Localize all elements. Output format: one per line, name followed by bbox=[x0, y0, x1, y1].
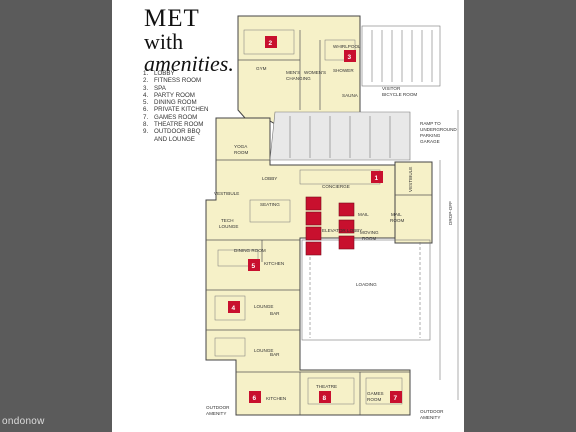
label-theatre: THEATRE bbox=[316, 384, 337, 389]
label-outdoor-amenity-2: AMENITY bbox=[420, 415, 440, 420]
watermark-logo: ondonow bbox=[2, 416, 45, 427]
label-ramp-2: UNDERGROUND bbox=[420, 127, 457, 132]
loading-dock bbox=[301, 239, 431, 341]
badge-party bbox=[228, 301, 240, 313]
badge-dining bbox=[248, 259, 260, 271]
label-tech: TECH bbox=[221, 218, 234, 223]
label-dining-room: DINING ROOM bbox=[234, 248, 266, 253]
parking-area bbox=[361, 25, 441, 87]
title-line-2: with bbox=[144, 29, 184, 54]
elevator-car bbox=[305, 226, 322, 241]
label-shower: SHOWER bbox=[333, 68, 354, 73]
label-bicycle-room: BICYCLE ROOM bbox=[382, 92, 417, 97]
legend-item: AND LOUNGE bbox=[154, 135, 195, 143]
badge-number: 8 bbox=[323, 395, 327, 402]
label-seating: SEATING bbox=[260, 202, 280, 207]
vestibule-wing bbox=[394, 161, 433, 244]
badge-number: 7 bbox=[394, 395, 398, 402]
legend-item: 3.SPA bbox=[143, 84, 166, 92]
label-yoga: YOGA bbox=[234, 144, 248, 149]
label-lounge-2: LOUNGE bbox=[254, 348, 273, 353]
badge-games bbox=[390, 391, 402, 403]
badge-number: 1 bbox=[375, 175, 379, 182]
elevator-car bbox=[338, 219, 355, 234]
label-visitor: VISITOR bbox=[382, 86, 401, 91]
elevator-car bbox=[305, 196, 322, 211]
label-kitchen: KITCHEN bbox=[264, 261, 284, 266]
amenity-badges: 1 2 3 4 5 6 7 8 bbox=[228, 36, 402, 403]
badge-number: 4 bbox=[232, 305, 236, 312]
brochure-title: MET with amenities. bbox=[144, 6, 234, 75]
label-games-room: ROOM bbox=[367, 397, 381, 402]
label-sauna: SAUNA bbox=[342, 93, 359, 98]
parking-ramp bbox=[269, 111, 411, 161]
label-lobby: LOBBY bbox=[262, 176, 277, 181]
label-tech-lounge: LOUNGE bbox=[219, 224, 238, 229]
drop-off-road bbox=[439, 110, 459, 400]
badge-number: 3 bbox=[348, 54, 352, 61]
label-bar: BAR bbox=[270, 311, 280, 316]
label-drop-off: DROP-OFF bbox=[448, 201, 453, 225]
label-games: GAMES bbox=[367, 391, 384, 396]
label-ramp-4: GARAGE bbox=[420, 139, 440, 144]
badge-number: 2 bbox=[269, 40, 273, 47]
label-bar-2: BAR bbox=[270, 352, 280, 357]
label-kitchen-2: KITCHEN bbox=[266, 396, 286, 401]
label-outdoor-2: OUTDOOR bbox=[420, 409, 444, 414]
label-vestibule: VESTIBULE bbox=[214, 191, 239, 196]
elevator-car bbox=[338, 202, 355, 217]
label-gym: GYM bbox=[256, 66, 267, 71]
legend-item: 1.LOBBY bbox=[143, 70, 175, 77]
elevator-car bbox=[305, 241, 322, 256]
label-ramp-3: PARKING bbox=[420, 133, 441, 138]
title-line-1: MET bbox=[144, 5, 200, 32]
label-concierge: CONCIERGE bbox=[322, 184, 350, 189]
badge-kitchen bbox=[249, 391, 261, 403]
label-moving-room: ROOM bbox=[362, 236, 376, 241]
legend-item: 8.THEATRE ROOM bbox=[143, 121, 204, 129]
label-mail-2: MAIL bbox=[391, 212, 402, 217]
legend-item: 4.PARTY ROOM bbox=[143, 91, 195, 99]
legend-item: 5.DINING ROOM bbox=[143, 99, 197, 107]
legend-item: 2.FITNESS ROOM bbox=[143, 77, 202, 85]
badge-fitness bbox=[265, 36, 277, 48]
main-floor-area bbox=[205, 117, 411, 416]
label-vestibule-east: VESTIBULE bbox=[408, 167, 413, 192]
elevator-car bbox=[305, 211, 322, 226]
legend-item: 7.GAMES ROOM bbox=[143, 113, 198, 121]
label-loading: LOADING bbox=[356, 282, 377, 287]
label-ramp: RAMP TO bbox=[420, 121, 441, 126]
elevator-car bbox=[338, 235, 355, 250]
legend-item: 9.OUTDOOR BBQ bbox=[143, 128, 201, 136]
label-mail-room: ROOM bbox=[390, 218, 404, 223]
badge-theatre bbox=[319, 391, 331, 403]
badge-number: 5 bbox=[252, 263, 256, 270]
amenity-legend: 1.LOBBY 2.FITNESS ROOM 3.SPA 4.PARTY ROO… bbox=[143, 70, 208, 143]
label-whirlpool: WHIRLPOOL bbox=[333, 44, 361, 49]
label-changing: CHANGING bbox=[286, 76, 311, 81]
label-mail: MAIL bbox=[358, 212, 369, 217]
label-mens: MEN'S bbox=[286, 70, 300, 75]
label-outdoor: OUTDOOR bbox=[206, 405, 230, 410]
badge-spa bbox=[344, 50, 356, 62]
label-lounge: LOUNGE bbox=[254, 304, 273, 309]
label-yoga-room: ROOM bbox=[234, 150, 248, 155]
label-outdoor-amenity: AMENITY bbox=[206, 411, 226, 416]
label-womens: WOMEN'S bbox=[304, 70, 326, 75]
badge-number: 6 bbox=[253, 395, 257, 402]
label-elevator-lobby: ELEVATOR LOBBY bbox=[322, 228, 362, 233]
legend-item: 6.PRIVATE KITCHEN bbox=[143, 106, 209, 114]
title-line-3: amenities. bbox=[144, 51, 234, 76]
label-moving: MOVING bbox=[360, 230, 379, 235]
badge-lobby bbox=[371, 171, 383, 183]
